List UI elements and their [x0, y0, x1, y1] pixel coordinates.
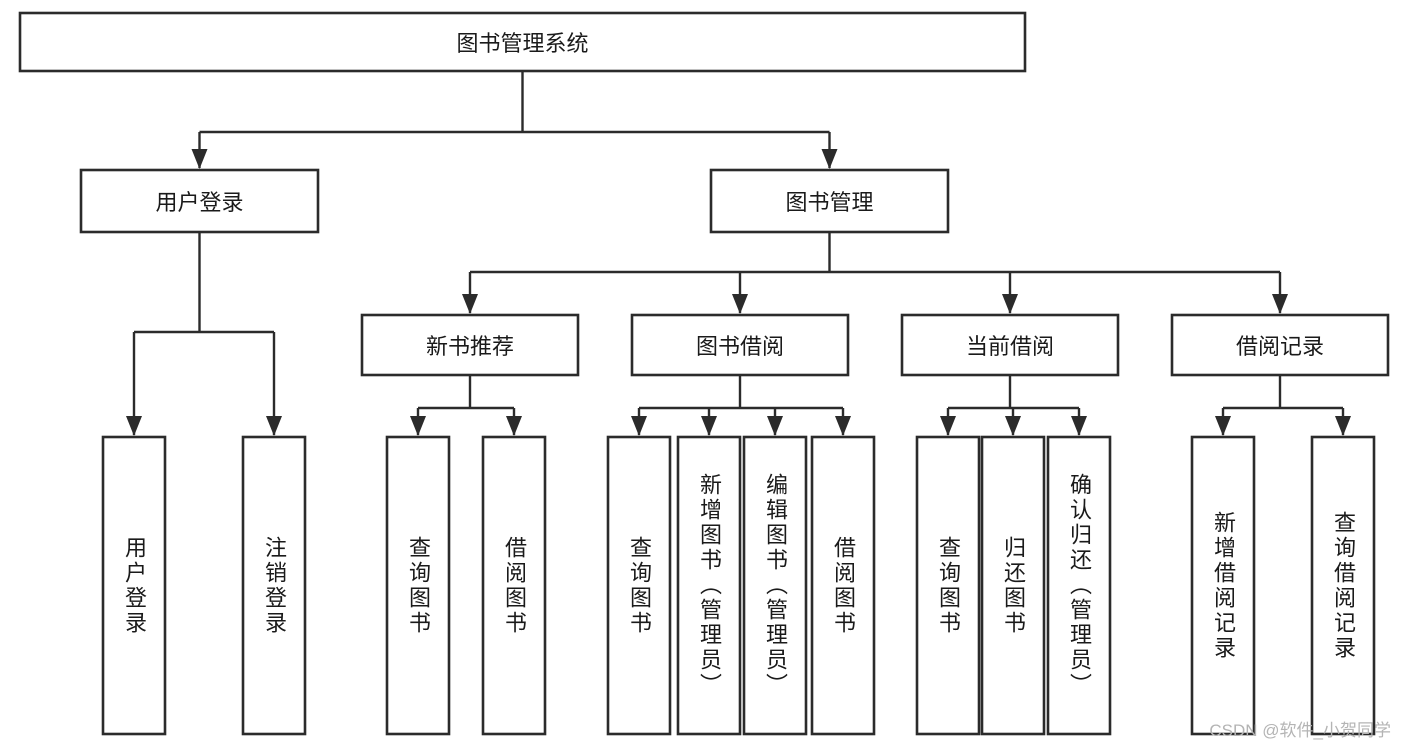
node-current-borrow[interactable]: [900, 313, 1120, 377]
node-user-login[interactable]: [79, 168, 320, 234]
node-leaf-add-book[interactable]: [676, 435, 742, 736]
root-arrowhead-0: [191, 149, 208, 169]
book-manage-arrowhead-3: [1272, 294, 1288, 314]
borrow-record-arrowhead-0: [1215, 416, 1231, 436]
watermark-text: CSDN @软件_小贺同学: [1209, 721, 1391, 740]
node-leaf-query-record[interactable]: [1310, 435, 1376, 736]
node-borrow-record[interactable]: [1170, 313, 1390, 377]
node-layer: [18, 11, 1390, 736]
node-leaf-return-book[interactable]: [980, 435, 1046, 736]
book-borrow-arrowhead-1: [701, 416, 717, 436]
node-book-manage[interactable]: [709, 168, 950, 234]
node-leaf-query-book-b[interactable]: [606, 435, 672, 736]
current-borrow-arrowhead-0: [940, 416, 956, 436]
book-manage-arrowhead-0: [462, 294, 478, 314]
node-leaf-query-book-c[interactable]: [915, 435, 981, 736]
user-login-arrowhead-1: [266, 416, 282, 436]
node-leaf-query-book-rec[interactable]: [385, 435, 451, 736]
book-borrow-arrowhead-0: [631, 416, 647, 436]
node-leaf-user-login[interactable]: [101, 435, 167, 736]
connector-layer: [126, 71, 1351, 436]
book-borrow-arrowhead-3: [835, 416, 851, 436]
borrow-record-arrowhead-1: [1335, 416, 1351, 436]
node-leaf-confirm-return[interactable]: [1046, 435, 1112, 736]
root-arrowhead-1: [821, 149, 838, 169]
node-leaf-borrow-book-b[interactable]: [810, 435, 876, 736]
book-manage-arrowhead-1: [732, 294, 748, 314]
node-book-borrow[interactable]: [630, 313, 850, 377]
current-borrow-arrowhead-2: [1071, 416, 1087, 436]
node-root-title[interactable]: [18, 11, 1027, 73]
node-leaf-add-record[interactable]: [1190, 435, 1256, 736]
node-new-book-rec[interactable]: [360, 313, 580, 377]
book-borrow-arrowhead-2: [767, 416, 783, 436]
node-leaf-logout[interactable]: [241, 435, 307, 736]
user-login-arrowhead-0: [126, 416, 142, 436]
new-book-rec-arrowhead-1: [506, 416, 522, 436]
new-book-rec-arrowhead-0: [410, 416, 426, 436]
book-manage-arrowhead-2: [1002, 294, 1018, 314]
current-borrow-arrowhead-1: [1005, 416, 1021, 436]
node-leaf-edit-book[interactable]: [742, 435, 808, 736]
node-leaf-borrow-book-rec[interactable]: [481, 435, 547, 736]
